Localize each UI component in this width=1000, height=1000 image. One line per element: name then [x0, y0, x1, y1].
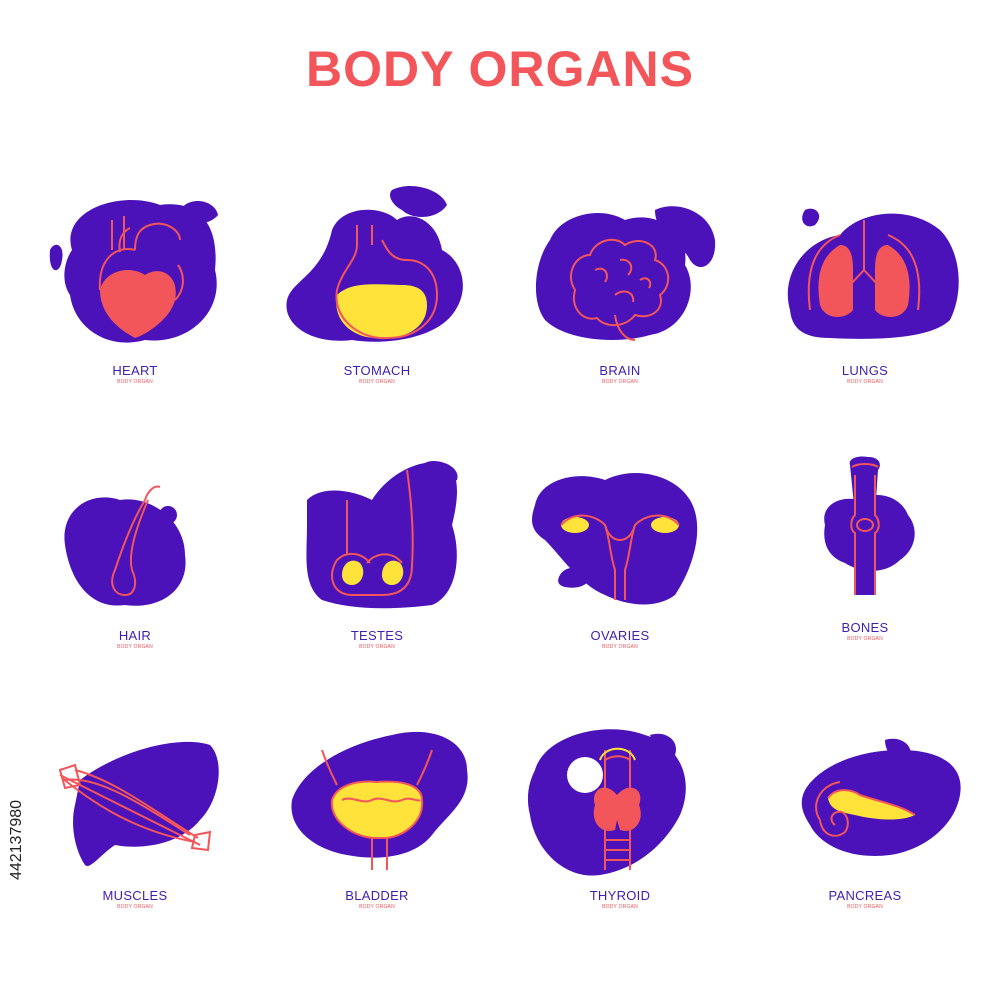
organ-label: LUNGS [841, 363, 889, 378]
organ-sublabel: BODY ORGAN [359, 904, 395, 910]
organ-card-hair: HAIR BODY ORGAN [20, 445, 250, 685]
organ-label: HEART [112, 363, 158, 378]
organ-sublabel: BODY ORGAN [359, 379, 395, 385]
bladder-icon [291, 731, 468, 870]
stock-id-watermark: 442137980 [2, 760, 32, 920]
organ-sublabel: BODY ORGAN [359, 644, 395, 650]
organ-sublabel: BODY ORGAN [117, 904, 153, 910]
organ-card-bladder: BLADDER BODY ORGAN [262, 720, 492, 960]
muscle-icon [58, 741, 219, 866]
stock-id-text: 442137980 [8, 799, 25, 881]
organ-sublabel: BODY ORGAN [602, 644, 638, 650]
heart-icon [49, 200, 218, 343]
organ-label: TESTES [350, 628, 404, 643]
organ-label: BRAIN [599, 363, 641, 378]
organ-sublabel: BODY ORGAN [847, 636, 883, 642]
bone-joint-icon [824, 456, 915, 595]
organ-card-testes: TESTES BODY ORGAN [262, 445, 492, 685]
ovaries-icon [532, 472, 698, 605]
organ-sublabel: BODY ORGAN [602, 379, 638, 385]
organ-card-lungs: LUNGS BODY ORGAN [750, 180, 980, 420]
organ-label: MUSCLES [102, 888, 168, 903]
thyroid-icon [527, 729, 686, 876]
organ-label: BLADDER [345, 888, 409, 903]
organ-label: BONES [841, 620, 889, 635]
organ-sublabel: BODY ORGAN [847, 904, 883, 910]
organ-card-thyroid: THYROID BODY ORGAN [505, 720, 735, 960]
organ-sublabel: BODY ORGAN [602, 904, 638, 910]
organ-label: STOMACH [343, 363, 411, 378]
brain-icon [535, 206, 716, 341]
stomach-icon [286, 185, 463, 342]
organ-card-pancreas: PANCREAS BODY ORGAN [750, 720, 980, 960]
testes-icon [306, 460, 458, 609]
organ-label: PANCREAS [828, 888, 902, 903]
organ-sublabel: BODY ORGAN [117, 644, 153, 650]
organ-label: HAIR [118, 628, 152, 643]
page-title: BODY ORGANS [306, 41, 694, 97]
lungs-icon [787, 208, 959, 339]
organ-label: OVARIES [590, 628, 650, 643]
organ-sublabel: BODY ORGAN [847, 379, 883, 385]
organ-card-brain: BRAIN BODY ORGAN [505, 180, 735, 420]
organ-card-bones: BONES BODY ORGAN [750, 445, 980, 685]
hair-follicle-icon [64, 485, 186, 606]
organ-card-ovaries: OVARIES BODY ORGAN [505, 445, 735, 685]
organ-card-muscles: MUSCLES BODY ORGAN [20, 720, 250, 960]
organ-card-stomach: STOMACH BODY ORGAN [262, 180, 492, 420]
organ-sublabel: BODY ORGAN [117, 379, 153, 385]
organ-label: THYROID [589, 888, 651, 903]
organ-card-heart: HEART BODY ORGAN [20, 180, 250, 420]
pancreas-icon [801, 738, 961, 856]
